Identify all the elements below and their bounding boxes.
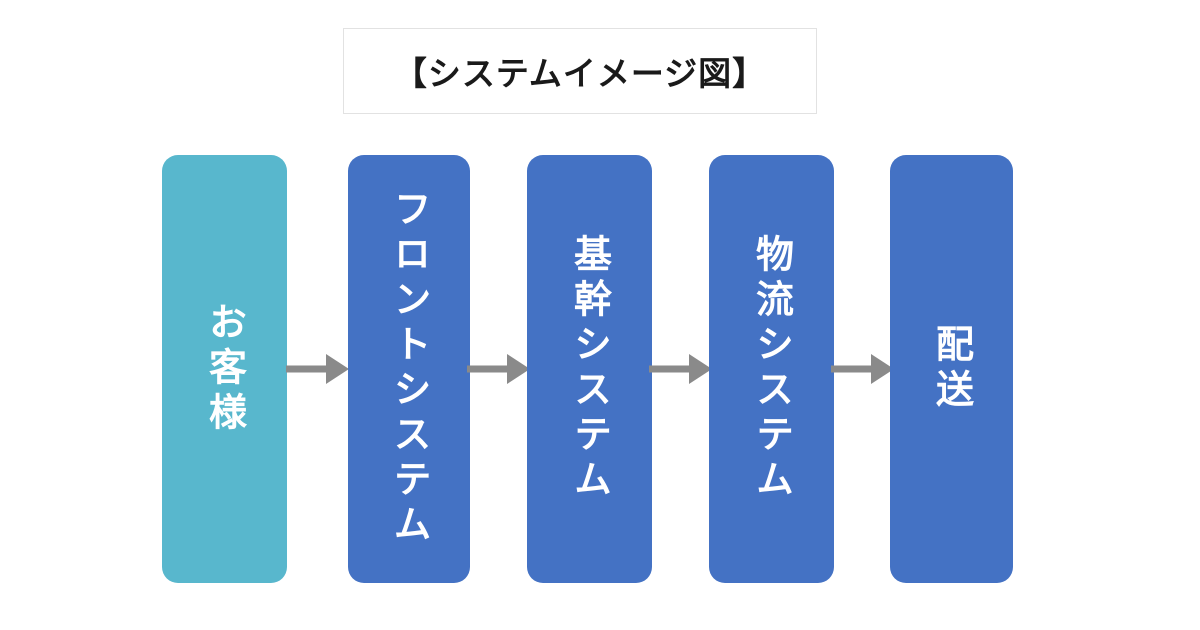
node-customer: お客様 — [162, 155, 287, 583]
node-delivery-label: 配送 — [929, 324, 974, 414]
diagram-title: 【システムイメージ図】 — [393, 54, 767, 93]
node-logistics-system: 物流システム — [709, 155, 834, 583]
node-front-system-label: フロントシステム — [387, 189, 431, 549]
flow-arrow-icon — [286, 353, 349, 385]
node-delivery: 配送 — [890, 155, 1013, 583]
flow-arrow-icon — [831, 353, 894, 385]
node-front-system: フロントシステム — [348, 155, 470, 583]
diagram-title-box: 【システムイメージ図】 — [343, 28, 817, 114]
node-logistics-system-label: 物流システム — [749, 234, 794, 504]
node-core-system-label: 基幹システム — [567, 234, 612, 504]
node-core-system: 基幹システム — [527, 155, 652, 583]
flow-arrow-icon — [649, 353, 712, 385]
node-customer-label: お客様 — [202, 301, 247, 437]
flow-arrow-icon — [467, 353, 530, 385]
